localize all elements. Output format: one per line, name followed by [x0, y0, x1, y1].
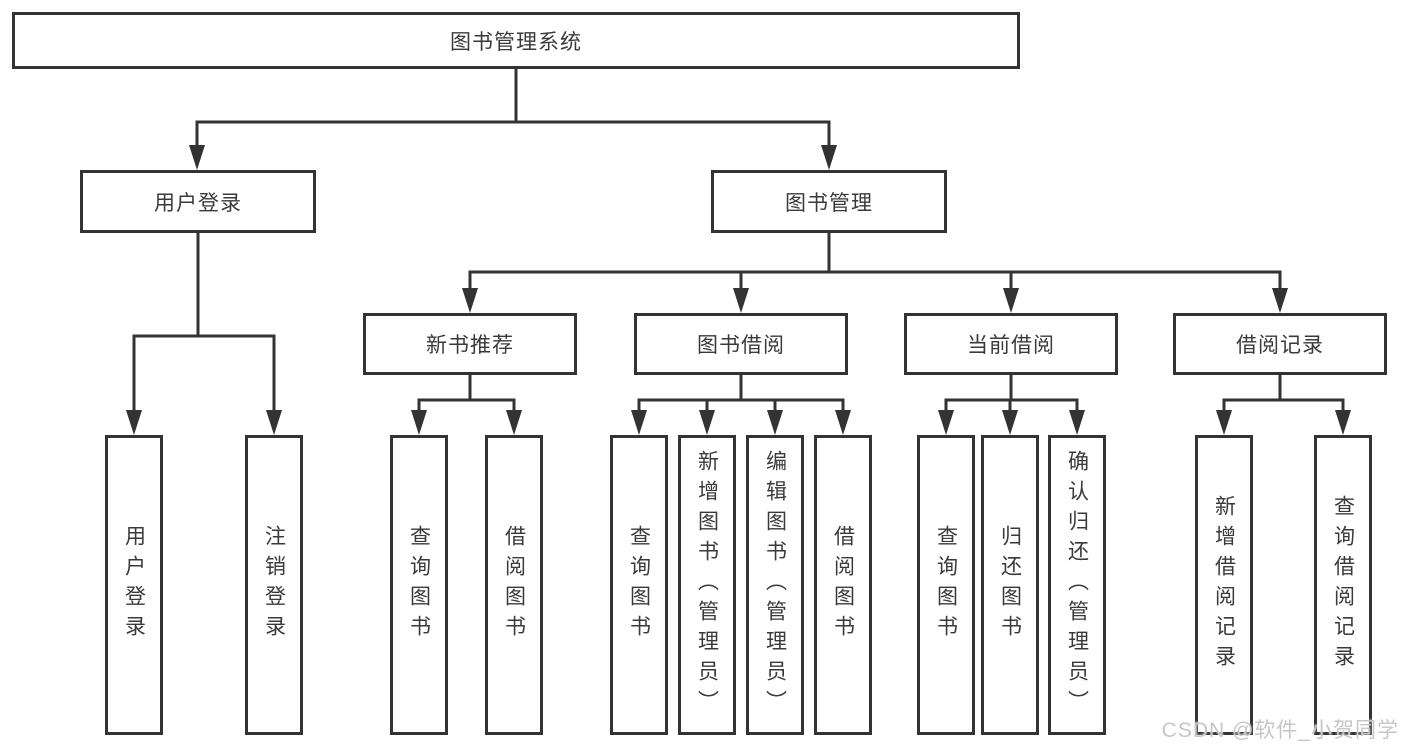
node-label: 当前借阅	[967, 334, 1055, 357]
arrowhead-down	[821, 145, 837, 170]
arrowhead-down	[767, 410, 783, 435]
arrowhead-down	[1069, 410, 1085, 435]
leaf-confirm-return-admin: 确认归还（管理员）	[1048, 435, 1106, 735]
connector-line	[637, 373, 845, 414]
node-label: 用户登录	[122, 525, 146, 645]
node-label: 借阅图书	[831, 525, 855, 645]
arrowhead-down	[835, 410, 851, 435]
connector-book-management-children	[462, 231, 1288, 313]
node-label: 查询图书	[934, 525, 958, 645]
node-book-borrow: 图书借阅	[634, 313, 848, 375]
leaf-logout: 注销登录	[245, 435, 303, 735]
connector-new-book-children	[411, 373, 522, 435]
arrowhead-down	[506, 410, 522, 435]
connector-user-login-children	[126, 231, 282, 435]
node-user-login: 用户登录	[80, 170, 316, 233]
leaf-return-books: 归还图书	[981, 435, 1039, 735]
arrowhead-down	[462, 288, 478, 313]
node-label: 查询图书	[627, 525, 651, 645]
connector-root-to-level2	[189, 67, 837, 170]
node-label: 归还图书	[998, 525, 1022, 645]
csdn-watermark: CSDN @软件_小贺同学	[1161, 719, 1399, 742]
node-label: 确认归还（管理员）	[1065, 450, 1089, 720]
leaf-query-books-recommend: 查询图书	[390, 435, 448, 735]
node-label: 新增图书（管理员）	[695, 450, 719, 720]
node-label: 查询图书	[407, 525, 431, 645]
arrowhead-down	[1216, 410, 1232, 435]
arrowhead-down	[631, 410, 647, 435]
node-label: 借阅图书	[502, 525, 526, 645]
arrowhead-down	[1003, 288, 1019, 313]
node-new-book-recommend: 新书推荐	[363, 313, 577, 375]
node-label: 新增借阅记录	[1212, 495, 1236, 675]
node-label: 图书管理	[785, 191, 873, 215]
leaf-query-books-current: 查询图书	[917, 435, 975, 735]
leaf-add-books-admin: 新增图书（管理员）	[678, 435, 736, 735]
leaf-borrow-books-recommend: 借阅图书	[485, 435, 543, 735]
arrowhead-down	[411, 410, 427, 435]
node-label: 图书借阅	[697, 334, 785, 357]
node-book-management: 图书管理	[711, 170, 947, 233]
leaf-query-books-borrow: 查询图书	[610, 435, 668, 735]
leaf-query-borrow-record: 查询借阅记录	[1314, 435, 1372, 735]
node-label: 新书推荐	[426, 334, 514, 357]
connector-line	[1222, 373, 1345, 414]
arrowhead-down	[1335, 410, 1351, 435]
arrowhead-down	[733, 288, 749, 313]
connector-current-borrow-children	[938, 373, 1085, 435]
arrowhead-down	[1272, 288, 1288, 313]
node-label: 借阅记录	[1236, 334, 1324, 357]
connector-line	[417, 373, 516, 414]
arrowhead-down	[938, 410, 954, 435]
node-label: 查询借阅记录	[1331, 495, 1355, 675]
node-label: 注销登录	[262, 525, 286, 645]
node-borrow-records: 借阅记录	[1173, 313, 1387, 375]
node-label: 编辑图书（管理员）	[763, 450, 787, 720]
node-library-system: 图书管理系统	[12, 12, 1020, 69]
connector-borrow-records-children	[1216, 373, 1351, 435]
node-label: 图书管理系统	[450, 30, 582, 54]
leaf-add-borrow-record: 新增借阅记录	[1195, 435, 1253, 735]
node-label: 用户登录	[154, 191, 242, 215]
node-current-borrow: 当前借阅	[904, 313, 1118, 375]
connector-book-borrow-children	[631, 373, 851, 435]
connector-line	[944, 373, 1079, 414]
leaf-borrow-books: 借阅图书	[814, 435, 872, 735]
arrowhead-down	[266, 410, 282, 435]
arrowhead-down	[1002, 410, 1018, 435]
connector-line	[195, 67, 831, 152]
connector-line	[468, 231, 1282, 292]
connector-line	[132, 231, 276, 415]
arrowhead-down	[189, 145, 205, 170]
arrowhead-down	[126, 410, 142, 435]
leaf-edit-books-admin: 编辑图书（管理员）	[746, 435, 804, 735]
arrowhead-down	[699, 410, 715, 435]
leaf-user-login: 用户登录	[105, 435, 163, 735]
